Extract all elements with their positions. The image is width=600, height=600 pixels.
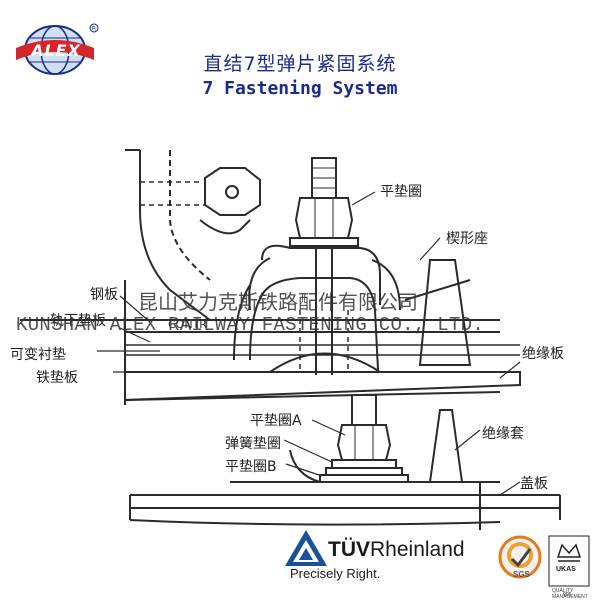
sgs-text: SGS: [513, 570, 530, 579]
alex-logo: R ALEX: [10, 18, 100, 78]
tuv-brand-name: TÜVRheinland: [328, 538, 465, 562]
label-flat-washer-b: 平垫圈B: [225, 459, 277, 475]
watermark-company-cn: 昆山艾力克斯铁路配件有限公司: [138, 290, 418, 314]
label-spring-washer: 弹簧垫圈: [225, 436, 281, 452]
tuv-triangle-icon: [285, 530, 327, 566]
label-flat-washer-a: 平垫圈A: [250, 413, 302, 429]
label-wedge-seat: 楔形座: [446, 231, 488, 247]
label-cover-plate: 盖板: [520, 476, 548, 492]
svg-text:R: R: [92, 26, 96, 33]
label-insulating-sleeve: 绝缘套: [482, 426, 524, 442]
logo-text: ALEX: [31, 41, 81, 60]
rail-mark: CONTR: [168, 318, 207, 331]
watermark-company-en: KUNSHAN ALEX RAILWAY FASTENING CO., LTD.: [16, 314, 485, 336]
globe-logo-icon: R: [16, 23, 99, 75]
ukas-text: UKAS: [556, 566, 576, 573]
ukas-subtitle: QUALITY MANAGEMENT: [552, 588, 588, 600]
ukas-crown-icon: [548, 535, 590, 587]
fastening-diagram: CONTR: [20, 149, 561, 530]
sgs-badge-icon: [498, 535, 542, 579]
label-steel-plate: 钢板: [90, 287, 118, 303]
tuv-name-rest: Rheinland: [370, 538, 465, 561]
label-insulating-plate: 绝缘板: [522, 346, 564, 362]
tuv-name-bold: TÜV: [328, 538, 370, 561]
ukas-code: 005: [563, 592, 572, 598]
tuv-slogan: Precisely Right.: [290, 566, 381, 581]
page-title-en: 7 Fastening System: [202, 78, 398, 99]
label-iron-tie-plate: 铁垫板: [36, 370, 78, 386]
label-variable-pad: 可变衬垫: [10, 347, 66, 363]
label-rail-pad: 轨下垫板: [50, 313, 106, 329]
label-flat-washer-top: 平垫圈: [380, 184, 422, 200]
page-title-cn: 直结7型弹片紧固系统: [203, 53, 397, 75]
